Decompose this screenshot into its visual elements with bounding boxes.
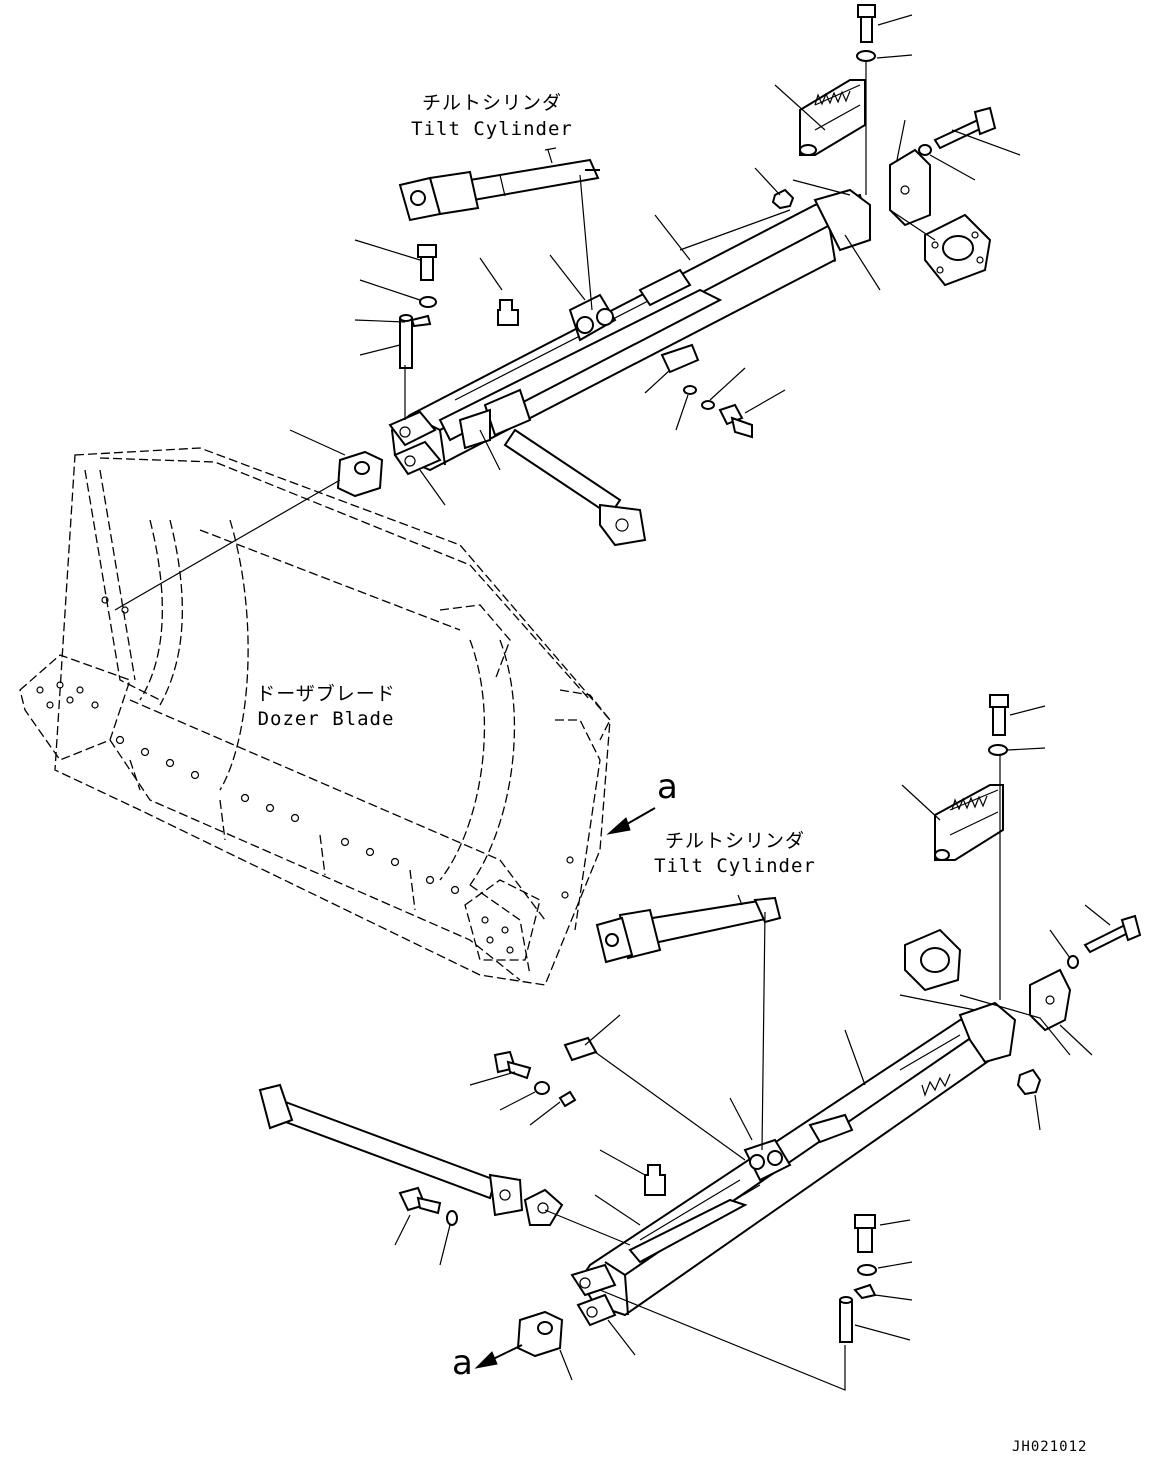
assembly-lines-upper bbox=[114, 60, 936, 611]
lower-tilt-brace-assembly bbox=[258, 694, 1142, 1391]
ladder-bracket-lower bbox=[934, 784, 1004, 861]
tilt-cylinder-lower-label-en: Tilt Cylinder bbox=[654, 855, 816, 877]
tilt-cylinder-upper-label-en: Tilt Cylinder bbox=[411, 118, 573, 140]
upper-tilt-brace-assembly bbox=[114, 4, 1021, 611]
dozer-blade-label-en: Dozer Blade bbox=[257, 708, 395, 730]
view-arrow-lower bbox=[474, 1344, 523, 1369]
view-arrow-upper bbox=[606, 807, 656, 835]
leader-lines-upper bbox=[289, 14, 1021, 506]
fastener-stack-lower-middle bbox=[398, 1036, 666, 1226]
leader-lines-lower bbox=[394, 705, 1111, 1381]
fastener-stack-upper-left bbox=[399, 244, 519, 369]
drawing-code: JH021012 bbox=[1012, 1439, 1088, 1455]
fastener-stack-upper-right bbox=[771, 4, 997, 287]
tilt-cylinder-lower bbox=[595, 894, 782, 964]
tilt-cylinder-lower-label-jp: チルトシリンダ bbox=[664, 830, 806, 852]
assembly-lines-lower bbox=[544, 755, 1071, 1391]
fastener-stack-upper-middle bbox=[660, 343, 753, 439]
fastener-stack-lower-bottom bbox=[839, 1214, 877, 1343]
dozer-blade-outline bbox=[19, 447, 611, 986]
view-mark-upper-label: a bbox=[657, 767, 678, 807]
cylinder-rod-lower bbox=[258, 1083, 524, 1217]
tilt-cylinder-upper bbox=[398, 147, 600, 222]
dozer-blade-label-jp: ドーザブレード bbox=[256, 683, 396, 705]
brace-beam-upper bbox=[388, 188, 871, 476]
ladder-bracket-upper bbox=[799, 79, 866, 156]
tilt-cylinder-upper-label-jp: チルトシリンダ bbox=[421, 92, 563, 114]
view-mark-lower-label: a bbox=[452, 1343, 473, 1383]
cap-block-upper bbox=[336, 450, 384, 498]
cylinder-rod-upper bbox=[503, 428, 647, 547]
cap-block-lower bbox=[516, 1310, 564, 1358]
brace-beam-lower bbox=[570, 1001, 1017, 1327]
